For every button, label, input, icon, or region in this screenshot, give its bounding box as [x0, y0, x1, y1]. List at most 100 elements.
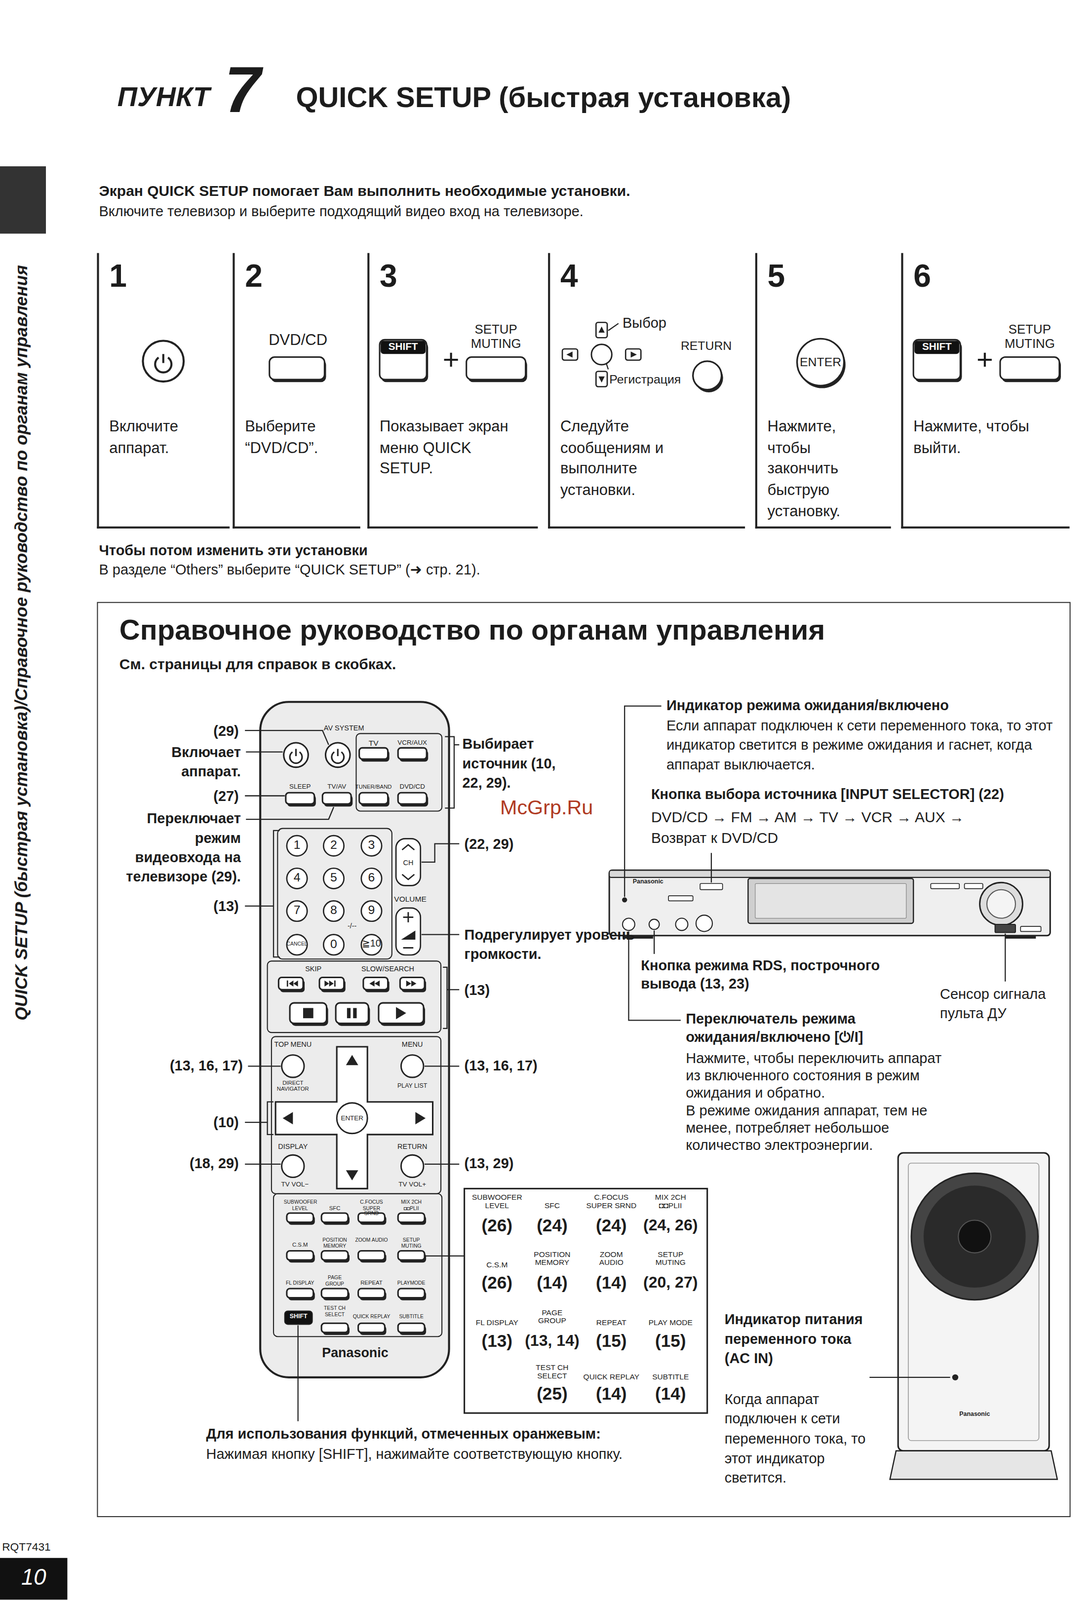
- remote-label: RETURN: [397, 1142, 428, 1152]
- table-key-name: MIX 2CH ◘◘PLII: [647, 1194, 694, 1211]
- brand-logo: Panasonic: [321, 1345, 389, 1362]
- remote-label: TUNER/BAND: [355, 783, 392, 791]
- return-button: [400, 1155, 424, 1178]
- leader-line: [653, 930, 655, 955]
- button-outline: [378, 1003, 424, 1024]
- button-outline: [321, 1213, 349, 1223]
- remote-label: MENU: [401, 1041, 424, 1050]
- page-reference: (26): [481, 1216, 513, 1238]
- skip-icon: [288, 980, 294, 987]
- leader-line: [244, 905, 274, 907]
- button-outline: [285, 792, 315, 805]
- remote-label: CANCEL: [286, 940, 308, 947]
- search-icon: [369, 980, 375, 987]
- leader-line: [245, 807, 334, 820]
- step-number: 3: [379, 257, 398, 296]
- page-reference: (13, 14): [524, 1331, 580, 1351]
- callout-text: Нажмите, чтобы переключить аппарат из вк…: [685, 1050, 957, 1102]
- bracket: [273, 830, 280, 958]
- subwoofer-body: [897, 1153, 1050, 1452]
- display-glass: [755, 883, 907, 919]
- plus-icon: [407, 912, 409, 923]
- number-key: [323, 868, 344, 889]
- leader-line: [247, 1065, 281, 1067]
- callout-number: (13): [213, 897, 239, 916]
- callout-heading: Индикатор режима ожидания/включено: [666, 697, 949, 715]
- enter-button: [336, 1103, 368, 1134]
- return-button: [693, 361, 722, 390]
- arrow-icon: [566, 351, 573, 358]
- remote-label: DVD/CD: [399, 782, 426, 791]
- step-number: 5: [767, 257, 786, 296]
- side-tab-text: QUICK SETUP (быстрая установка)/Справочн…: [11, 265, 33, 1021]
- leader-line: [245, 751, 283, 753]
- step-box: 1Включите аппарат.: [96, 253, 230, 529]
- button-label: SETUP MUTING: [465, 323, 527, 352]
- button-outline: [359, 792, 389, 805]
- page-reference: (14): [595, 1384, 627, 1406]
- callout-number: (18, 29): [189, 1155, 239, 1173]
- bracket: [442, 967, 447, 1029]
- display-window: [747, 878, 914, 924]
- callout-number: (27): [213, 787, 239, 806]
- key-number: 9: [368, 903, 376, 919]
- remote-label: VCR/AUX: [397, 739, 428, 747]
- remote-label: SLOW/SEARCH: [361, 965, 415, 975]
- brand-logo: Panasonic: [632, 878, 664, 887]
- button-outline: [466, 357, 526, 380]
- panel-button: [930, 883, 960, 889]
- remote-label: FL DISPLAY: [285, 1279, 314, 1286]
- button-outline: [913, 339, 961, 380]
- step-box: 3Показывает экран меню QUICK SETUP.: [367, 253, 538, 529]
- step-instruction: Нажмите, чтобы закончить быструю установ…: [767, 416, 865, 522]
- intro-text: Включите телевизор и выберите подходящий…: [99, 202, 584, 221]
- remote-label: SUBWOOFER LEVEL: [283, 1200, 317, 1212]
- button-label: SHIFT: [922, 340, 952, 353]
- callout-number: (13): [464, 981, 490, 1000]
- table-key-name: C.FOCUS SUPER SRND: [582, 1194, 640, 1211]
- leader-line: [869, 1377, 950, 1379]
- key-number: 3: [368, 837, 376, 853]
- document-code: RQT7431: [1, 1541, 51, 1555]
- button-outline: [397, 1251, 425, 1261]
- keypad-frame: [277, 828, 392, 960]
- remote-label: QUICK REPLAY: [352, 1313, 391, 1320]
- remote-label: ZOOM AUDIO: [354, 1238, 388, 1244]
- panel-button: [668, 896, 694, 901]
- callout-text: Включает аппарат.: [149, 742, 241, 782]
- volume-knob-inner: [986, 890, 1016, 919]
- leader-line: [446, 989, 460, 991]
- side-tab: [0, 166, 46, 234]
- number-key: [361, 835, 382, 857]
- dust-cap: [958, 1220, 991, 1253]
- callout-number: (10): [213, 1114, 239, 1132]
- page-title: QUICK SETUP (быстрая установка): [296, 80, 792, 115]
- step-number: 1: [109, 257, 127, 296]
- receiver-body: [609, 870, 1051, 936]
- key-number: 8: [330, 903, 338, 919]
- panel-knob: [696, 915, 713, 932]
- button-outline: [1000, 357, 1060, 380]
- shift-band: [914, 340, 960, 354]
- table-key-name: ZOOM AUDIO: [590, 1251, 632, 1269]
- subwoofer-base: [890, 1451, 1058, 1481]
- table-key-name: REPEAT: [596, 1318, 627, 1328]
- power-icon: [162, 353, 165, 363]
- leader-line: [244, 730, 329, 745]
- skip-icon: [286, 980, 289, 987]
- button-outline: [286, 1288, 314, 1299]
- number-key: [286, 935, 308, 956]
- remote-label: POSITION MEMORY: [318, 1238, 351, 1250]
- table-frame: [464, 1188, 708, 1414]
- page-reference: (24, 26): [643, 1216, 698, 1236]
- page-reference: (24): [595, 1216, 627, 1238]
- callout-heading: Кнопка режима RDS, построчного вывода (1…: [640, 957, 927, 993]
- button-outline: [397, 1288, 425, 1299]
- callout-heading: Кнопка выбора источника [INPUT SELECTOR]…: [651, 785, 1005, 804]
- button-label: ENTER: [799, 354, 842, 370]
- callout-text: Выбирает источник (10, 22, 29).: [462, 734, 565, 793]
- section-label: ПУНКТ: [117, 80, 210, 114]
- page-reference: (20, 27): [643, 1273, 698, 1293]
- power-icon: [295, 748, 297, 757]
- step-number: 2: [244, 257, 263, 296]
